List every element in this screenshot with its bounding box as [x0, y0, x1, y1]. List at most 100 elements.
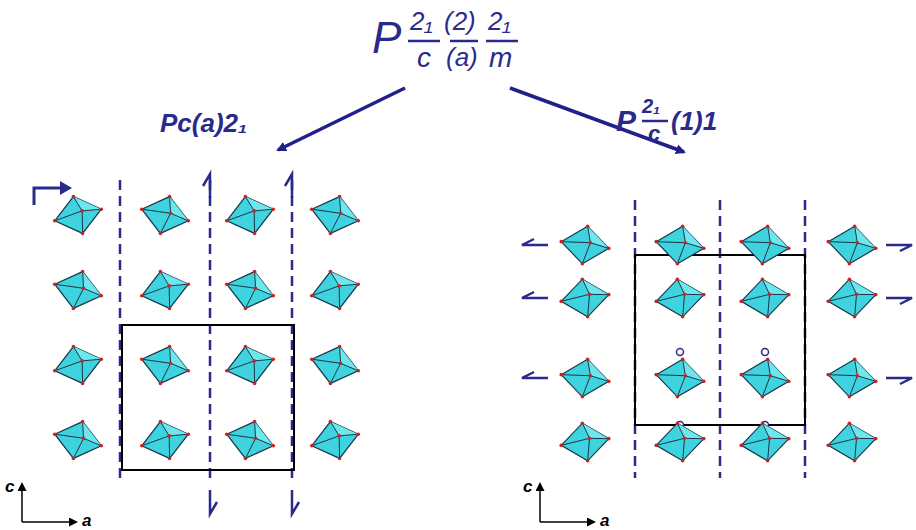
octahedron-face [330, 272, 358, 286]
octahedron-face [849, 279, 875, 295]
oxygen-atom [586, 315, 590, 319]
octahedron-edge [828, 294, 856, 301]
octahedron [741, 423, 789, 461]
octahedron-face [83, 422, 102, 446]
oxygen-atom [253, 382, 257, 386]
octahedron-edge [55, 434, 84, 438]
octahedron-face [255, 272, 274, 296]
oxygen-atom [856, 374, 860, 378]
octahedron-edge [330, 272, 339, 286]
oxygen-atom [581, 262, 585, 266]
space-group-symbol: c [648, 123, 660, 145]
oxygen-atom [848, 395, 852, 399]
octahedron-edge [171, 363, 189, 371]
octahedron-edge [770, 294, 789, 295]
oxygen-atom [99, 207, 103, 211]
octahedron [656, 279, 704, 317]
octahedron [142, 347, 189, 384]
octahedron-edge [768, 294, 770, 316]
oxygen-atom [72, 457, 76, 461]
octahedron-edge [741, 375, 770, 376]
oxygen-atom [81, 270, 85, 274]
oxygen-atom [168, 195, 172, 199]
octahedron-edge [256, 438, 274, 446]
oxygen-atom [329, 232, 333, 236]
octahedron-edge [312, 286, 339, 296]
octahedron-edge [849, 243, 857, 264]
octahedron-edge [82, 211, 83, 234]
oxygen-atom [82, 436, 86, 440]
octahedron-face [677, 279, 703, 295]
octahedron-face [160, 422, 188, 436]
octahedron-edge [254, 361, 255, 384]
octahedron-edge [82, 359, 101, 361]
octahedron-edge [561, 375, 590, 376]
octahedron-edge [245, 438, 255, 458]
oxygen-atom [826, 240, 830, 244]
oxygen-atom [252, 359, 256, 363]
oxygen-atom [253, 420, 257, 424]
octahedron [656, 359, 704, 397]
octahedron-edge [312, 209, 341, 213]
octahedron [312, 347, 359, 384]
axis-label: c [523, 478, 532, 495]
octahedron-edge [160, 422, 169, 436]
oxygen-atom [853, 315, 857, 319]
oxygen-atom [186, 432, 190, 436]
oxygen-atom [559, 373, 563, 377]
oxygen-atom [339, 211, 343, 215]
oxygen-atom [310, 207, 314, 211]
oxygen-atom [588, 293, 592, 297]
octahedron-edge [160, 213, 170, 233]
space-group-symbol: P [616, 106, 636, 136]
octahedron-edge [770, 243, 788, 249]
octahedron [55, 422, 102, 459]
oxygen-atom [337, 434, 341, 438]
oxygen-atom [225, 432, 229, 436]
octahedron-edge [855, 359, 858, 376]
oxygen-atom [676, 421, 680, 425]
oxygen-atom [159, 382, 163, 386]
oxygen-atom [81, 420, 85, 424]
oxygen-atom [581, 277, 585, 281]
octahedron-edge [339, 286, 340, 309]
oxygen-atom [329, 382, 333, 386]
octahedron [741, 279, 789, 317]
oxygen-atom [559, 240, 563, 244]
octahedron-edge [561, 438, 589, 445]
axis-label: c [5, 478, 14, 495]
octahedron-edge [341, 213, 359, 221]
octahedron-edge [683, 359, 686, 376]
octahedron-edge [677, 279, 684, 294]
octahedron-face [170, 347, 189, 371]
oxygen-atom [559, 300, 563, 304]
space-group-symbol: c [417, 44, 431, 72]
octahedron [55, 197, 102, 234]
axis-label: a [82, 512, 91, 529]
octahedron-edge [828, 375, 857, 376]
octahedron-edge [169, 436, 170, 459]
octahedron-edge [762, 279, 769, 294]
octahedron-edge [741, 438, 769, 445]
octahedron-edge [330, 363, 340, 383]
octahedron-edge [683, 226, 686, 243]
octahedron-edge [254, 359, 273, 361]
octahedron [741, 359, 789, 397]
octahedron-face [762, 423, 788, 439]
oxygen-atom [99, 357, 103, 361]
octahedron [227, 272, 274, 309]
oxygen-atom [169, 211, 173, 215]
oxygen-atom [681, 459, 685, 463]
oxygen-atom [356, 282, 360, 286]
octahedron-face [588, 359, 609, 381]
oxygen-atom [826, 373, 830, 377]
oxygen-atom [681, 224, 685, 228]
oxygen-atom [559, 444, 563, 448]
octahedron-edge [254, 211, 255, 234]
oxygen-atom [607, 380, 611, 384]
oxygen-atom [99, 294, 103, 298]
octahedron-edge [656, 294, 684, 301]
oxygen-atom [72, 307, 76, 311]
octahedron [227, 347, 274, 384]
oxygen-atom [81, 382, 85, 386]
